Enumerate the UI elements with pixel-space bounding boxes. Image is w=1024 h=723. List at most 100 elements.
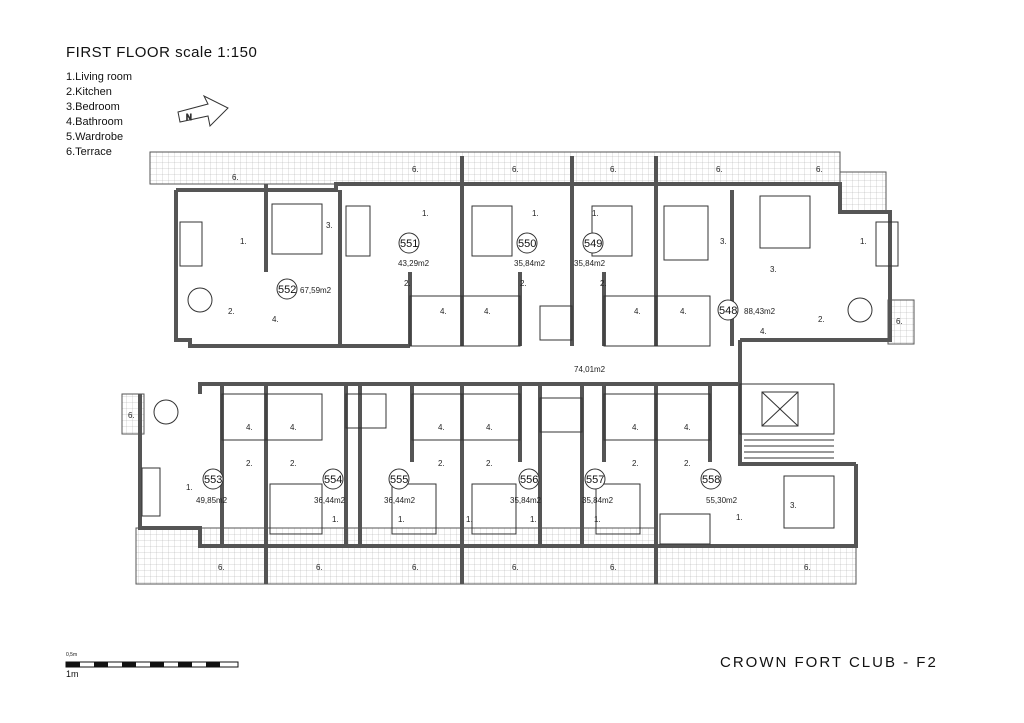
terrace-label: 6. [316,563,323,572]
unit-549: 549 35,84m2 [574,232,606,268]
bedroom-label: 3. [326,221,333,230]
kitchen-label: 2. [684,459,691,468]
north-arrow-icon: N [177,94,229,128]
bathroom-label: 4. [272,315,279,324]
bathroom-label: 4. [246,423,253,432]
bathroom-label: 4. [440,307,447,316]
bathroom-label: 4. [290,423,297,432]
svg-text:35,84m2: 35,84m2 [514,259,546,268]
svg-text:35,84m2: 35,84m2 [582,496,614,505]
terrace-label: 6. [218,563,225,572]
bathroom-label: 4. [760,327,767,336]
scale-bar-label: 1m [66,669,79,679]
terrace-label: 6. [716,165,723,174]
legend-item-bathroom: 4.Bathroom [66,116,123,128]
scale-bar-small-label: 0,5m [66,652,78,658]
terrace-label: 6. [512,165,519,174]
kitchen-label: 2. [520,279,527,288]
terrace-label: 6. [804,563,811,572]
svg-text:43,29m2: 43,29m2 [398,259,430,268]
unit-548: 548 88,43m2 [717,299,776,321]
plan-title: FIRST FLOOR scale 1:150 [66,44,258,61]
living-label: 1. [530,515,537,524]
svg-text:548: 548 [719,305,737,317]
kitchen-label: 2. [632,459,639,468]
terrace-label: 6. [512,563,519,572]
bathroom-label: 4. [634,307,641,316]
living-label: 1. [592,209,599,218]
living-label: 1. [240,237,247,246]
svg-text:556: 556 [520,474,538,486]
kitchen-label: 2. [600,279,607,288]
terrace-label: 6. [412,563,419,572]
svg-text:553: 553 [204,474,222,486]
living-label: 1. [186,483,193,492]
kitchen-label: 2. [818,315,825,324]
project-title: CROWN FORT CLUB - F2 [720,654,938,671]
svg-text:55,30m2: 55,30m2 [706,496,738,505]
living-label: 1. [860,237,867,246]
bathroom-label: 4. [486,423,493,432]
kitchen-label: 2. [228,307,235,316]
living-label: 1. [466,515,473,524]
room-labels: 6. 6. 6. 6. 6. 6. 6. 6. 6. 6. 6. 6. 6. 6… [128,165,903,572]
svg-text:557: 557 [586,474,604,486]
living-label: 1. [332,515,339,524]
legend-item-wardrobe: 5.Wardrobe [66,131,124,143]
living-label: 1. [422,209,429,218]
svg-text:550: 550 [518,238,536,250]
unit-556: 556 35,84m2 [510,468,542,505]
svg-text:36,44m2: 36,44m2 [384,496,416,505]
unit-551: 551 43,29m2 [398,232,430,268]
svg-text:555: 555 [390,474,408,486]
furniture [141,195,899,545]
kitchen-label: 2. [438,459,445,468]
room-legend: 1.Living room 2.Kitchen 3.Bedroom 4.Bath… [66,70,132,160]
legend-item-kitchen: 2.Kitchen [66,86,112,98]
bedroom-label: 3. [770,265,777,274]
legend-item-terrace: 6.Terrace [66,146,112,158]
terrace-label: 6. [610,165,617,174]
svg-text:88,43m2: 88,43m2 [744,307,776,316]
svg-text:35,84m2: 35,84m2 [510,496,542,505]
unit-552: 552 67,59m2 [276,278,332,300]
walls [138,156,892,584]
svg-text:67,59m2: 67,59m2 [300,286,332,295]
kitchen-label: 2. [246,459,253,468]
unit-553: 553 49,85m2 [196,468,228,505]
living-label: 1. [736,513,743,522]
legend-item-living: 1.Living room [66,71,133,83]
bathroom-label: 4. [484,307,491,316]
legend-item-bedroom: 3.Bedroom [66,101,120,113]
svg-text:551: 551 [400,238,418,250]
living-label: 1. [398,515,405,524]
terrace-label: 6. [232,173,239,182]
corridor-area: 74,01m2 [574,365,606,374]
bathroom-fixtures [221,295,835,441]
terrace-label: 6. [128,411,135,420]
svg-text:35,84m2: 35,84m2 [574,259,606,268]
unit-554: 554 36,44m2 [314,468,346,505]
unit-558: 558 55,30m2 [700,468,738,505]
svg-text:49,85m2: 49,85m2 [196,496,228,505]
unit-555: 555 36,44m2 [384,468,416,505]
terrace-label: 6. [896,317,903,326]
bathroom-label: 4. [438,423,445,432]
unit-557: 557 35,84m2 [582,468,614,505]
svg-text:N: N [186,113,192,122]
terrace-label: 6. [816,165,823,174]
living-label: 1. [594,515,601,524]
bathroom-label: 4. [684,423,691,432]
unit-550: 550 35,84m2 [514,232,546,268]
bedroom-label: 3. [720,237,727,246]
living-label: 1. [532,209,539,218]
kitchen-label: 2. [290,459,297,468]
kitchen-label: 2. [404,279,411,288]
terrace-label: 6. [412,165,419,174]
terraces [121,151,915,585]
svg-text:549: 549 [584,238,602,250]
stairs [744,439,834,459]
svg-text:558: 558 [702,474,720,486]
svg-text:36,44m2: 36,44m2 [314,496,346,505]
